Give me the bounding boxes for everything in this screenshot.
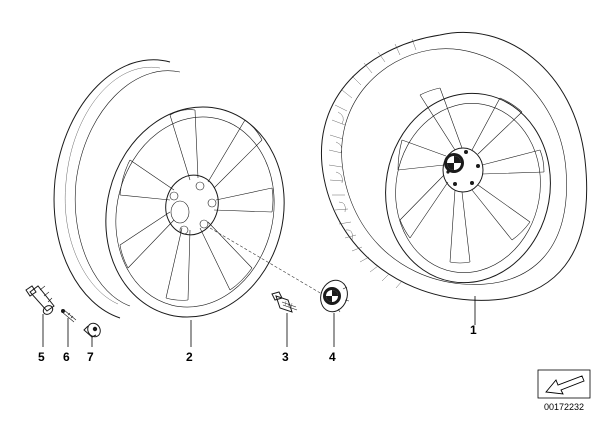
bmw-roundel-logo: [444, 153, 464, 173]
callout-6[interactable]: 6: [63, 350, 70, 364]
wheel-bolt[interactable]: [271, 291, 298, 313]
callout-1[interactable]: 1: [470, 323, 477, 337]
valve-cap[interactable]: [83, 321, 103, 339]
valve-insert[interactable]: [61, 309, 77, 323]
callout-3[interactable]: 3: [282, 350, 289, 364]
document-number: 00172232: [544, 402, 584, 412]
callout-5[interactable]: 5: [38, 350, 45, 364]
alloy-rim[interactable]: [53, 59, 306, 336]
center-cap-emblem[interactable]: [316, 277, 351, 316]
complete-wheel-with-tire[interactable]: [320, 31, 588, 301]
leader-lines: [42, 296, 476, 347]
callout-4[interactable]: 4: [329, 350, 336, 364]
tire-valve[interactable]: [25, 285, 55, 316]
assembly-line: [209, 227, 323, 295]
callout-7[interactable]: 7: [87, 350, 94, 364]
callout-2[interactable]: 2: [186, 350, 193, 364]
nav-arrow-icon[interactable]: [537, 369, 591, 399]
